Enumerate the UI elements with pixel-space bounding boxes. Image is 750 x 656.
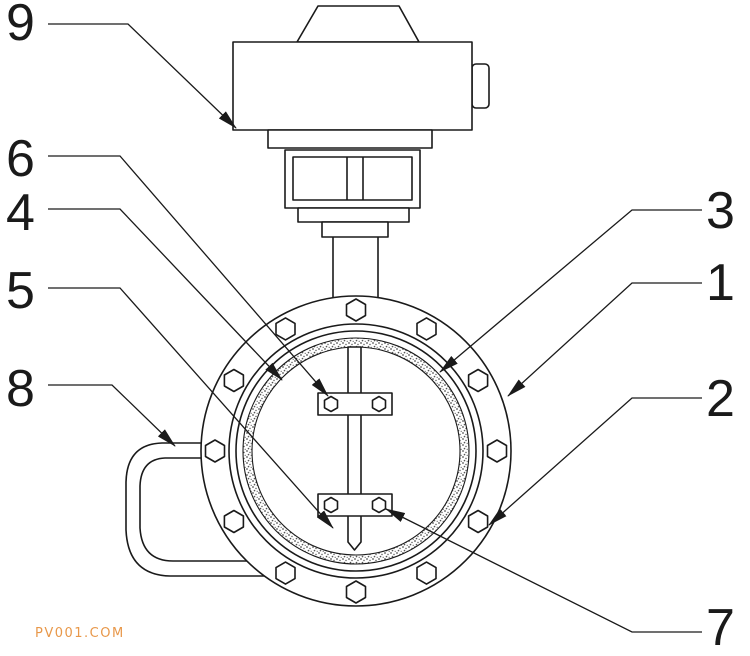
leader-8 xyxy=(48,384,176,447)
stem-collar xyxy=(321,221,389,238)
handle-loop xyxy=(125,442,275,577)
flange-bolt-ring xyxy=(204,298,508,604)
flange-bolt xyxy=(345,580,367,604)
actuator-housing xyxy=(232,41,473,131)
lower-plate-nut-left xyxy=(323,496,339,514)
flange-bolt xyxy=(416,561,437,585)
flange-bolt xyxy=(416,317,437,341)
callout-label-6: 6 xyxy=(6,130,35,188)
leader-6 xyxy=(48,155,329,397)
stem-neck xyxy=(332,235,379,307)
leader-2 xyxy=(488,397,702,526)
callout-labels: 9 6 4 5 8 3 1 2 7 xyxy=(6,0,735,656)
callout-label-7: 7 xyxy=(706,599,735,656)
flange-bolt xyxy=(275,561,296,585)
leader-1 xyxy=(507,282,702,397)
lower-clamp-plate xyxy=(317,493,393,517)
flange-bolt xyxy=(204,439,226,463)
callout-label-5: 5 xyxy=(6,262,35,320)
callout-label-1: 1 xyxy=(706,254,735,312)
mounting-flange xyxy=(297,207,410,223)
valve-seat-ring xyxy=(235,330,477,572)
lower-plate-body xyxy=(317,493,393,517)
flange-bolt xyxy=(275,317,296,341)
upper-clamp-plate xyxy=(317,392,393,416)
leader-5 xyxy=(48,287,334,529)
leader-9 xyxy=(48,23,237,129)
valve-body-inner-ring xyxy=(228,323,484,579)
callout-label-8: 8 xyxy=(6,360,35,418)
callout-label-3: 3 xyxy=(706,182,735,240)
actuator-base-plate xyxy=(267,129,433,149)
leader-4 xyxy=(48,208,283,381)
leader-3 xyxy=(439,209,702,373)
coupling-window xyxy=(292,156,413,201)
callout-label-9: 9 xyxy=(6,0,35,52)
flange-bolt xyxy=(223,509,245,534)
valve-shaft xyxy=(347,346,362,551)
lower-plate-nut-right xyxy=(371,496,387,514)
upper-plate-nut-right xyxy=(371,395,387,413)
upper-plate-body xyxy=(317,392,393,416)
callout-leaders xyxy=(48,23,702,633)
actuator-side-knob xyxy=(471,63,490,109)
flange-bolt xyxy=(467,509,489,534)
flange-bolt xyxy=(345,298,367,322)
coupling-housing xyxy=(284,149,421,209)
watermark: PV001.COM xyxy=(35,626,125,641)
flange-bolt xyxy=(486,439,508,463)
gasket-outer-edge xyxy=(242,337,470,565)
actuator-top-cap xyxy=(296,5,420,43)
callout-label-2: 2 xyxy=(706,370,735,428)
actuator xyxy=(232,5,490,238)
flange-bolt xyxy=(223,368,245,393)
leader-7 xyxy=(385,508,702,633)
callout-label-4: 4 xyxy=(6,184,35,242)
flange-bolt xyxy=(467,368,489,393)
sealing-gasket xyxy=(243,338,469,564)
upper-plate-nut-left xyxy=(323,395,339,413)
